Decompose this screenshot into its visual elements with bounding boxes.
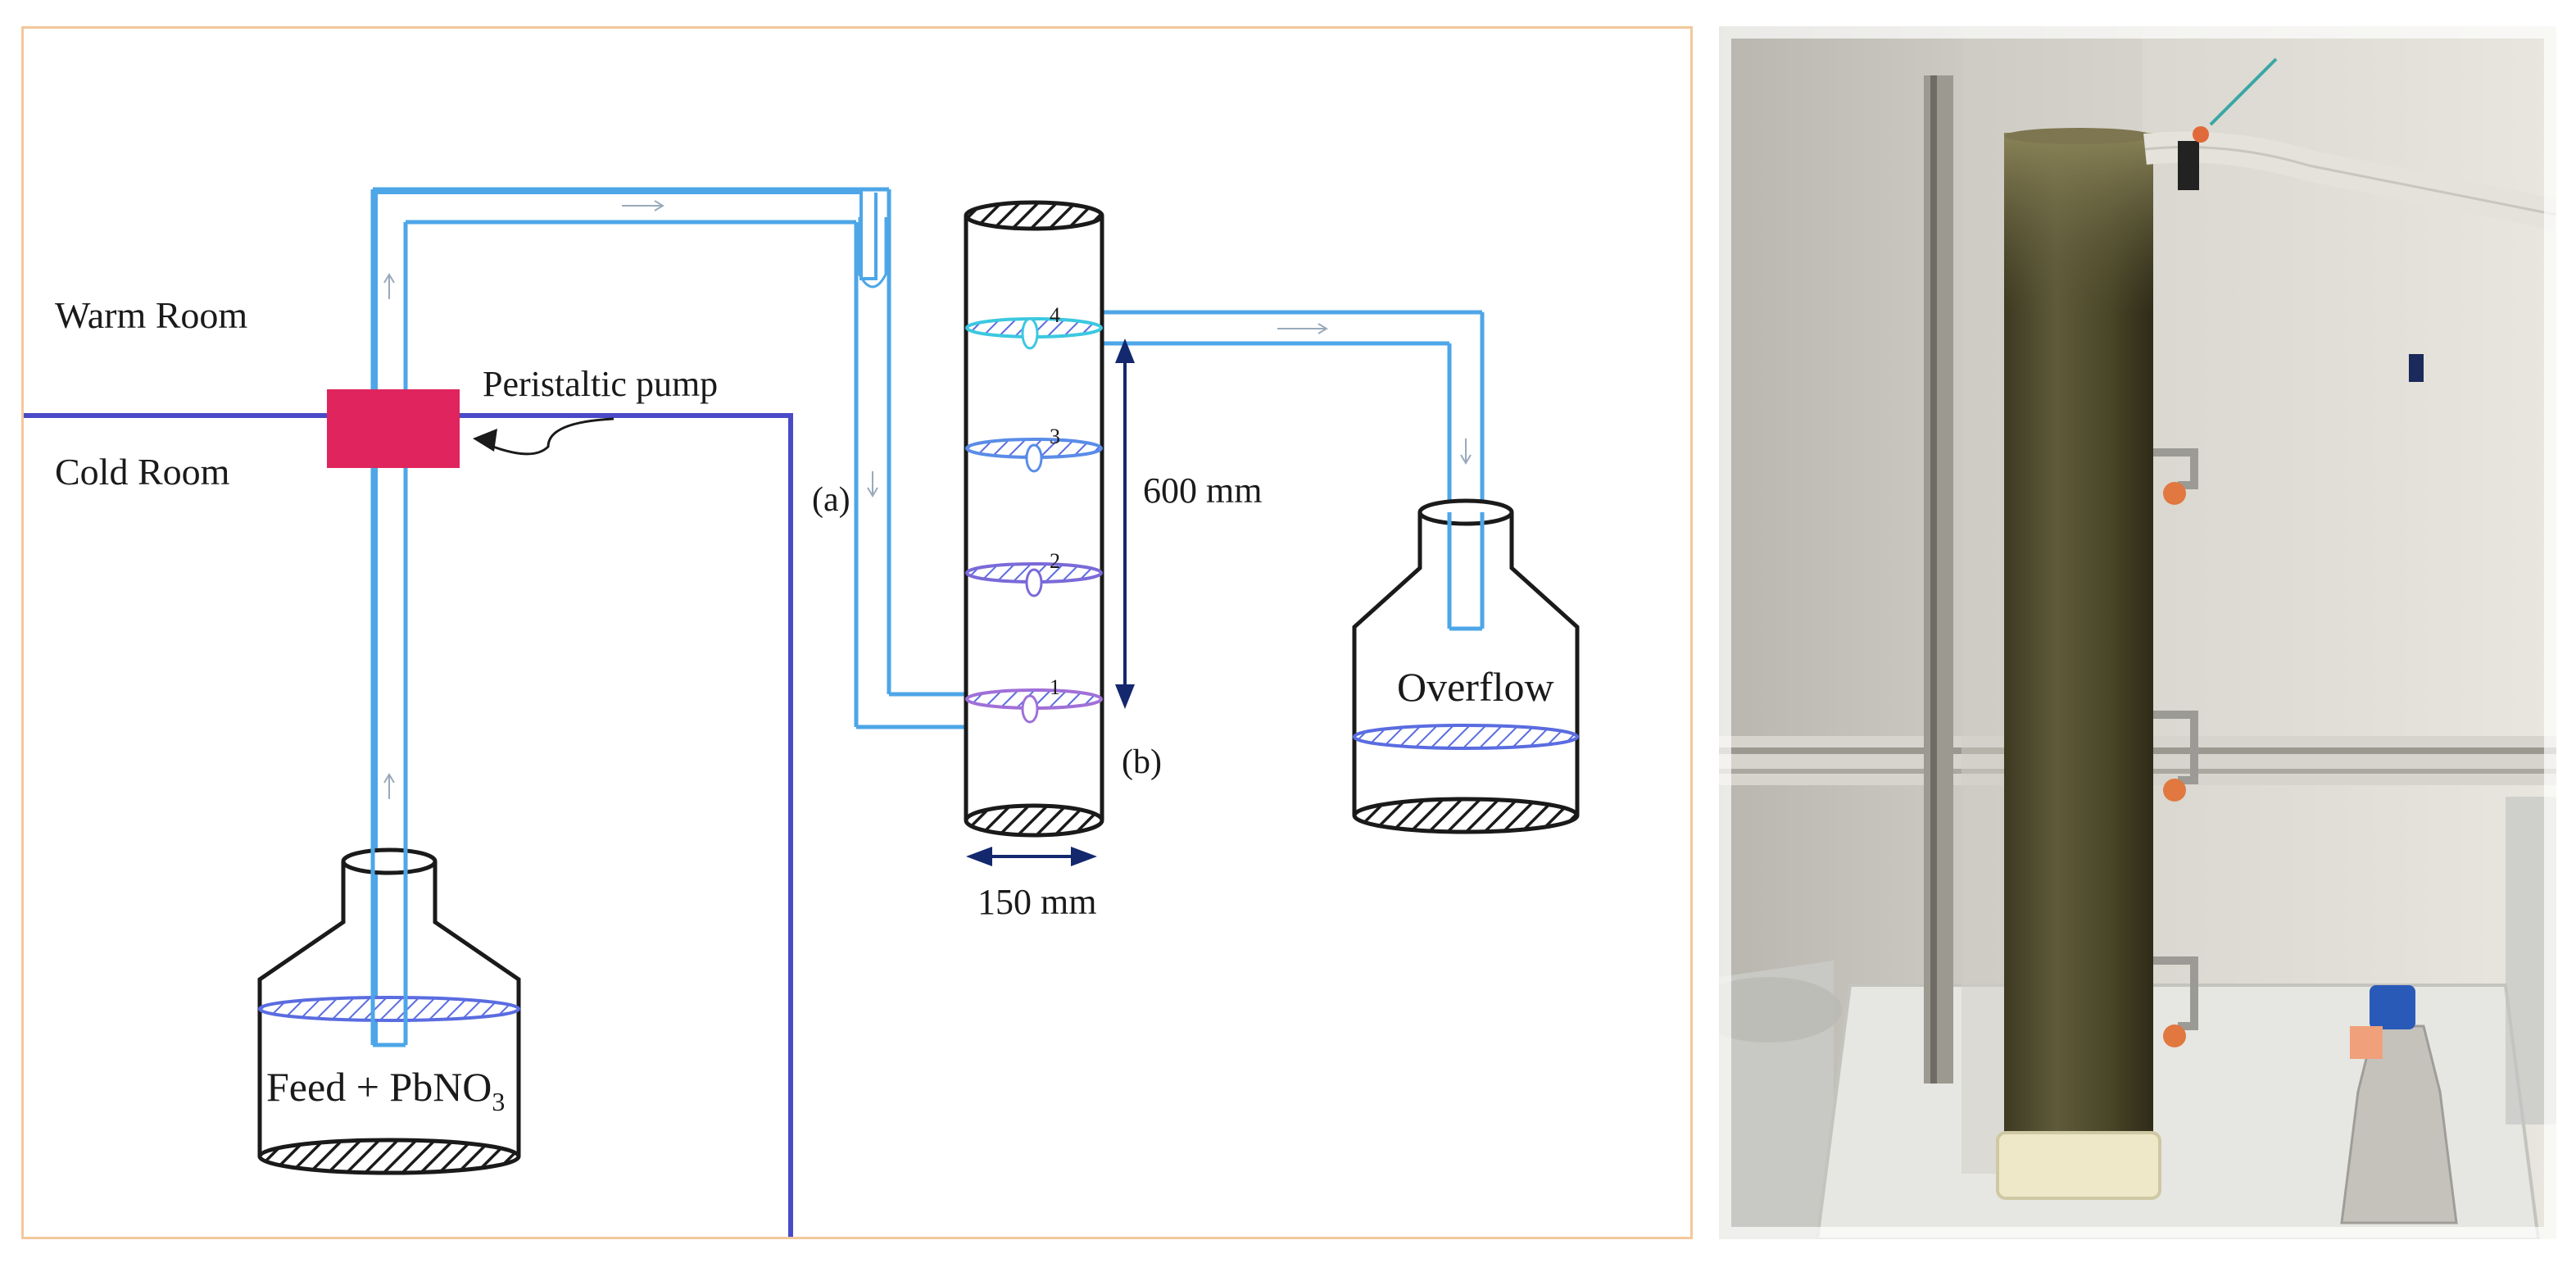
reactor-column-photo [1719,26,2556,1239]
label-a: (a) [812,481,850,519]
cold-room-label: Cold Room [55,451,230,493]
height-label: 600 mm [1143,470,1262,511]
port-label-4: 4 [1050,303,1060,327]
diagram-panel: Warm Room Cold Room Peristaltic pump (a)… [0,26,1693,1239]
peristaltic-pump [327,389,460,468]
feed-tube-outer [374,191,878,1045]
room-divider-line [0,413,793,1237]
tubing [370,187,1485,1047]
column-bottom-cap [964,803,1104,838]
flow-arrows [383,200,1472,799]
port-label-2: 2 [1050,549,1060,573]
reactor-column: 4 3 2 1 [964,200,1104,838]
port-label-1: 1 [1050,675,1060,699]
pump-callout-arrow [482,417,615,456]
column-top-cap [964,200,1104,231]
diameter-label: 150 mm [977,882,1096,922]
overflow-vessel: Overflow [1352,498,1580,834]
overflow-label: Overflow [1397,664,1554,710]
pump-label: Peristaltic pump [483,364,718,404]
warm-room-label: Warm Room [55,294,247,336]
label-b: (b) [1122,743,1162,781]
feed-label: Feed + PbNO3 [266,1064,505,1116]
port-label-3: 3 [1050,425,1060,448]
feed-vessel: Feed + PbNO3 [257,847,521,1175]
schematic-diagram: Warm Room Cold Room Peristaltic pump (a)… [0,187,1580,1237]
